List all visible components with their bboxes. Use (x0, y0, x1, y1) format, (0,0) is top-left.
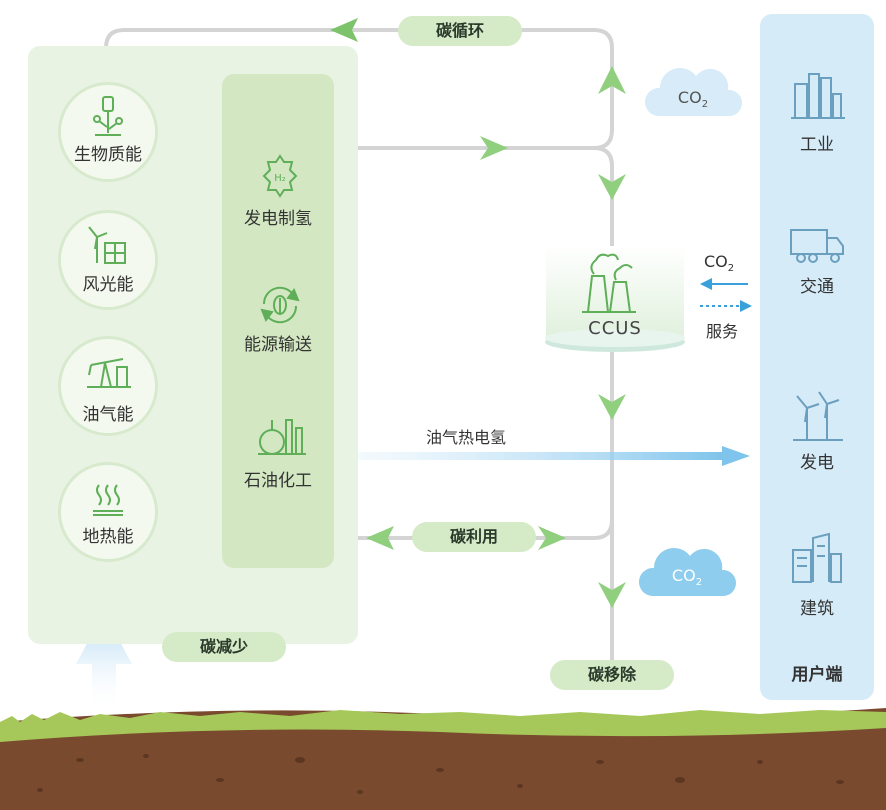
upward-green-arrow (598, 66, 626, 94)
process-column (222, 74, 334, 568)
user-panel (760, 14, 874, 700)
truck-icon (790, 229, 844, 263)
energy-flow-arrowhead (722, 446, 750, 466)
pill-carbon-use: 碳利用 (412, 522, 536, 552)
biomass-icon (93, 96, 123, 136)
pill-carbon-reduce: 碳减少 (162, 632, 286, 662)
co2-cloud-top-label: CO2 (677, 88, 709, 111)
down-green-arrow-3 (598, 582, 626, 608)
right-green-arrow (480, 136, 508, 160)
oil-pump-icon (87, 358, 131, 388)
pill-carbon-cycle: 碳循环 (398, 16, 522, 46)
wind-turbine-icon (793, 391, 843, 441)
source-label-biomass: 生物质能 (74, 145, 142, 165)
source-wind-solar (58, 210, 158, 310)
soil-pebbles (37, 754, 844, 794)
source-oil-gas (58, 336, 158, 436)
services-label: 服务 (706, 322, 739, 341)
factory-icon (582, 253, 636, 313)
grass (0, 710, 886, 742)
energy-recycle-icon (260, 286, 300, 324)
ccus-platform (545, 246, 685, 352)
hydrogen-gear-icon: H₂ (262, 154, 298, 198)
service-arrow-head (740, 300, 752, 312)
carbon-cycle-pipe (104, 28, 614, 150)
geothermal-icon (93, 484, 123, 516)
co2-cloud-bottom (638, 548, 737, 596)
down-green-arrow-2 (598, 394, 626, 420)
down-green-arrow-1 (598, 174, 626, 200)
process-label-energy-transport: 能源输送 (244, 335, 312, 355)
user-label-building: 建筑 (800, 599, 834, 619)
energy-flow-bar (336, 452, 722, 460)
ccus-label: CCUS (588, 318, 642, 339)
ccus-inlet-pipe (593, 146, 614, 250)
traffic-co2-label: CO2 (704, 252, 735, 275)
process-label-hydrogen: 发电制氢 (244, 209, 312, 229)
carbon-use-pipe (336, 470, 614, 540)
energy-flow-label: 油气热电氢 (426, 428, 507, 447)
carbon-use-arrow-left (366, 526, 394, 550)
source-label-wind-solar: 风光能 (82, 275, 134, 295)
source-label-oil-gas: 油气能 (82, 405, 134, 425)
user-label-transport: 交通 (800, 277, 834, 297)
source-biomass (58, 82, 158, 182)
co2-cloud-top (644, 68, 743, 116)
carbon-cycle-arrow (330, 18, 358, 42)
user-label-industry: 工业 (800, 135, 834, 155)
source-geothermal (58, 462, 158, 562)
building-icon (792, 532, 842, 583)
ground-rise-arrow (76, 612, 132, 712)
user-panel-title: 用户端 (791, 665, 843, 685)
process-label-petrochemical: 石油化工 (244, 471, 312, 491)
co2-arrow-head (700, 278, 712, 290)
pill-carbon-remove: 碳移除 (550, 660, 674, 690)
svg-text:H₂: H₂ (274, 173, 286, 184)
carbon-use-arrow-right (538, 526, 566, 550)
source-label-geothermal: 地热能 (82, 527, 134, 547)
petrochemical-icon (258, 419, 306, 455)
industry-icon (791, 73, 845, 119)
co2-cloud-bottom-label: CO2 (671, 566, 703, 589)
wind-solar-icon (88, 226, 126, 264)
user-label-power: 发电 (800, 453, 834, 473)
